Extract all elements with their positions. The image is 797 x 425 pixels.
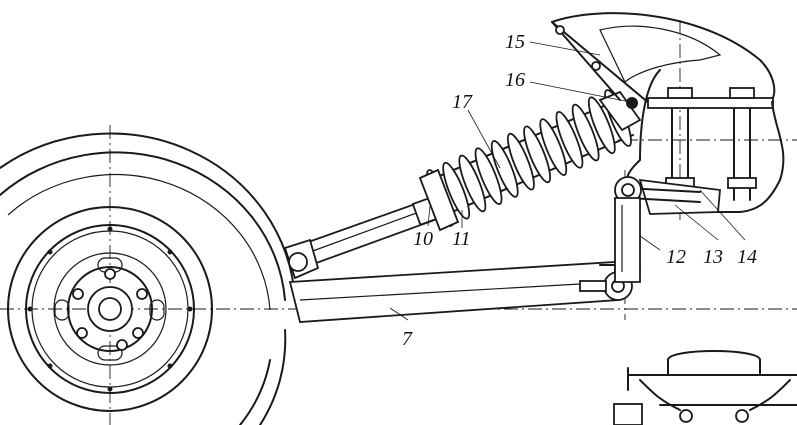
body-frame (626, 69, 785, 215)
rim-rivets (27, 226, 193, 392)
label-14: 14 (737, 246, 757, 268)
wheel-studs (72, 268, 148, 351)
spring-coil (587, 96, 616, 155)
coil-spring (418, 89, 642, 232)
leader-lines (389, 41, 746, 321)
label-13: 13 (703, 246, 723, 268)
spring-coil (507, 132, 535, 191)
spring-coil (474, 147, 503, 206)
lower-arm (288, 261, 641, 323)
spring-coil (539, 118, 568, 176)
label-7: 7 (402, 328, 413, 350)
pivot-link (614, 176, 701, 283)
callout-labels: 15 16 17 10 11 12 13 14 7 (402, 31, 757, 350)
spring-coil (490, 140, 519, 198)
label-15: 15 (505, 31, 525, 53)
label-10: 10 (413, 228, 433, 250)
spring-coils (426, 89, 632, 227)
spring-coil (442, 161, 471, 220)
label-12: 12 (666, 246, 686, 268)
label-17: 17 (452, 91, 473, 113)
spring-coil (458, 154, 487, 213)
label-11: 11 (452, 228, 471, 250)
label-16: 16 (505, 69, 525, 91)
spring-coil (523, 125, 551, 184)
spring-coil (571, 103, 600, 162)
lower-right-component (613, 350, 797, 425)
spring-coil (555, 110, 584, 169)
wheel (0, 132, 296, 425)
